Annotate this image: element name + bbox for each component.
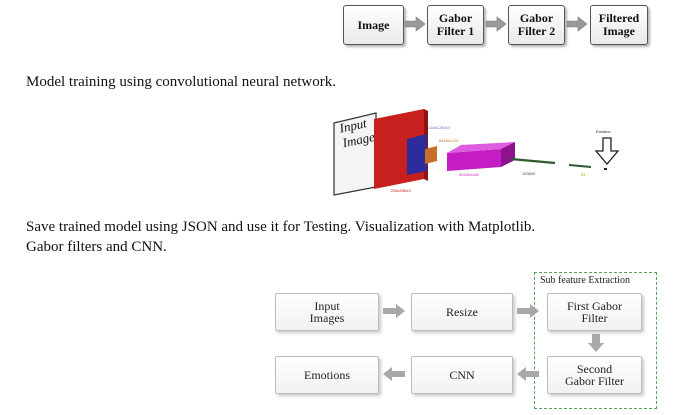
sub-feature-extraction-label: Sub feature Extraction xyxy=(540,275,630,286)
dim-label-flat: 153600 xyxy=(522,171,536,176)
cnn-layer-dense xyxy=(510,157,556,165)
dim-label-out: 64 xyxy=(581,172,586,177)
pipeline-step-image: Image xyxy=(343,5,404,45)
paragraph-model-training: Model training using convolutional neura… xyxy=(26,74,336,90)
emotion-label: Emotion xyxy=(596,129,611,134)
flow-cnn: CNN xyxy=(411,356,513,394)
pipeline-step-filtered-image: Filtered Image xyxy=(590,5,648,45)
sub-feature-extraction-frame xyxy=(534,272,657,409)
arrow-right-icon xyxy=(485,16,507,32)
cnn-layer-conv1 xyxy=(407,134,427,175)
pipeline-step-gabor-filter-1: Gabor Filter 1 xyxy=(427,5,484,45)
arrow-left-icon xyxy=(383,367,405,381)
cnn-layer-conv2 xyxy=(425,146,437,164)
arrow-right-icon xyxy=(517,304,539,318)
dim-label-conv1: 128x128x64 xyxy=(428,125,450,130)
cnn-architecture-figure: Input Image 128x128x64 64x64x128 40x30x1… xyxy=(329,101,628,196)
flow-resize: Resize xyxy=(411,293,513,331)
arrow-left-icon xyxy=(517,367,539,381)
dim-label-conv2: 64x64x128 xyxy=(439,138,459,143)
flow-first-gabor-filter: First Gabor Filter xyxy=(547,293,642,331)
cnn-layer-conv3 xyxy=(447,149,501,171)
arrow-down-icon xyxy=(594,137,620,166)
arrow-right-icon xyxy=(566,16,588,32)
dim-label-conv3: 40x30x128 xyxy=(459,172,479,177)
flow-second-gabor-filter: Second Gabor Filter xyxy=(547,356,642,394)
cnn-output-node xyxy=(604,168,607,170)
pipeline-step-gabor-filter-2: Gabor Filter 2 xyxy=(508,5,565,45)
paragraph-gabor-cnn: Gabor filters and CNN. xyxy=(26,239,167,255)
flow-emotions: Emotions xyxy=(275,356,379,394)
paragraph-save-model: Save trained model using JSON and use it… xyxy=(26,219,536,235)
arrow-down-icon xyxy=(588,334,604,352)
arrow-right-icon xyxy=(383,304,405,318)
cnn-layer-dense-2 xyxy=(568,164,592,168)
arrow-right-icon xyxy=(404,16,426,32)
dim-label-input: 256x256x3 xyxy=(391,188,411,193)
flow-input-images: Input Images xyxy=(275,293,379,331)
